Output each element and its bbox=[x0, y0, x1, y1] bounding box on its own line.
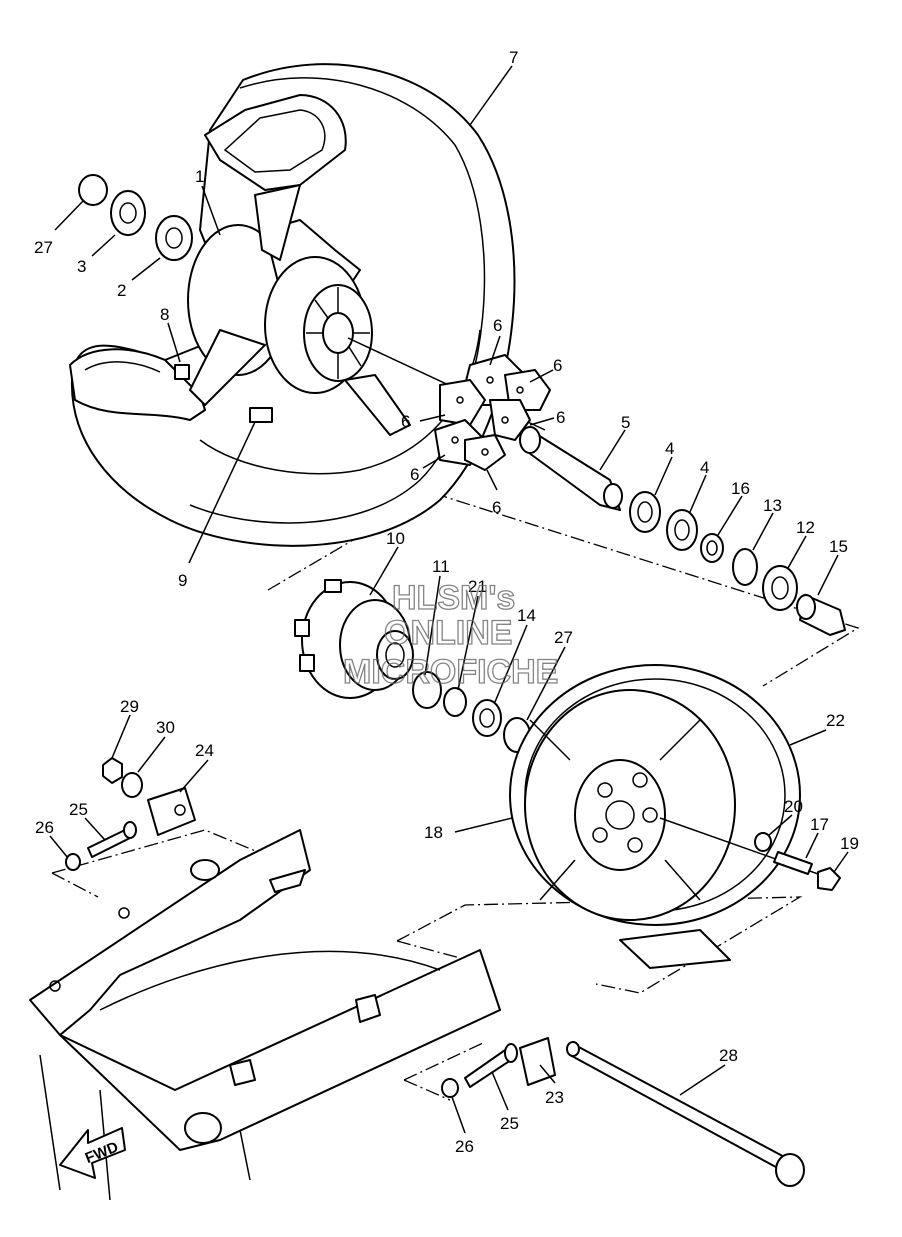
callout-28: 28 bbox=[719, 1046, 738, 1065]
callout-26-lower: 26 bbox=[455, 1137, 474, 1156]
watermark: HLSM's ONLINE MICROFICHE bbox=[342, 578, 559, 691]
callout-1: 1 bbox=[195, 167, 204, 186]
callout-26-left: 26 bbox=[35, 818, 54, 837]
callout-30: 30 bbox=[156, 718, 175, 737]
callout-29: 29 bbox=[120, 697, 139, 716]
callout-6f: 6 bbox=[492, 498, 501, 517]
callout-9: 9 bbox=[178, 571, 187, 590]
callout-6d: 6 bbox=[556, 408, 565, 427]
callout-4a: 4 bbox=[665, 439, 674, 458]
callout-11: 11 bbox=[432, 557, 450, 576]
callout-21: 21 bbox=[468, 577, 487, 596]
callout-6e: 6 bbox=[410, 465, 419, 484]
callout-10: 10 bbox=[386, 529, 405, 548]
hub-damper-pieces bbox=[434, 354, 551, 471]
callout-4b: 4 bbox=[700, 458, 709, 477]
callout-12: 12 bbox=[796, 518, 815, 537]
watermark-line-3: MICROFICHE bbox=[343, 653, 558, 691]
forward-arrow-icon: FWD bbox=[59, 1127, 126, 1179]
rear-pulley bbox=[509, 664, 841, 969]
assembly-outlines bbox=[51, 492, 860, 1101]
swingarm bbox=[29, 829, 501, 1201]
callout-2: 2 bbox=[117, 281, 126, 300]
watermark-line-2: ONLINE bbox=[384, 614, 512, 652]
callout-6b: 6 bbox=[553, 356, 562, 375]
axle-collar-and-bearings bbox=[519, 426, 846, 636]
callout-20: 20 bbox=[784, 797, 803, 816]
rear-wheel-assembly bbox=[69, 63, 546, 547]
callout-15: 15 bbox=[829, 537, 848, 556]
callout-27-mid: 27 bbox=[554, 628, 573, 647]
callout-14: 14 bbox=[517, 606, 536, 625]
callout-19: 19 bbox=[840, 834, 859, 853]
callout-17: 17 bbox=[810, 815, 829, 834]
callout-25-lower: 25 bbox=[500, 1114, 519, 1133]
callout-24: 24 bbox=[195, 741, 214, 760]
callout-8: 8 bbox=[160, 305, 169, 324]
callout-3: 3 bbox=[77, 257, 86, 276]
clutch-hub-assembly bbox=[294, 579, 531, 753]
callout-5: 5 bbox=[621, 413, 630, 432]
watermark-line-1: HLSM's bbox=[392, 579, 515, 617]
callout-25-left: 25 bbox=[69, 800, 88, 819]
callout-labels: 7 1 27 3 2 8 9 6 6 6 6 6 6 5 4 4 16 13 1… bbox=[34, 48, 859, 1156]
callout-27-top: 27 bbox=[34, 238, 53, 257]
callout-18: 18 bbox=[424, 823, 443, 842]
leader-lines bbox=[49, 65, 849, 1134]
callout-6a: 6 bbox=[493, 316, 502, 335]
callout-13: 13 bbox=[763, 496, 782, 515]
callout-6c: 6 bbox=[401, 412, 410, 431]
callout-23: 23 bbox=[545, 1088, 564, 1107]
callout-16: 16 bbox=[731, 479, 750, 498]
callout-22: 22 bbox=[826, 711, 845, 730]
callout-7: 7 bbox=[509, 48, 518, 67]
